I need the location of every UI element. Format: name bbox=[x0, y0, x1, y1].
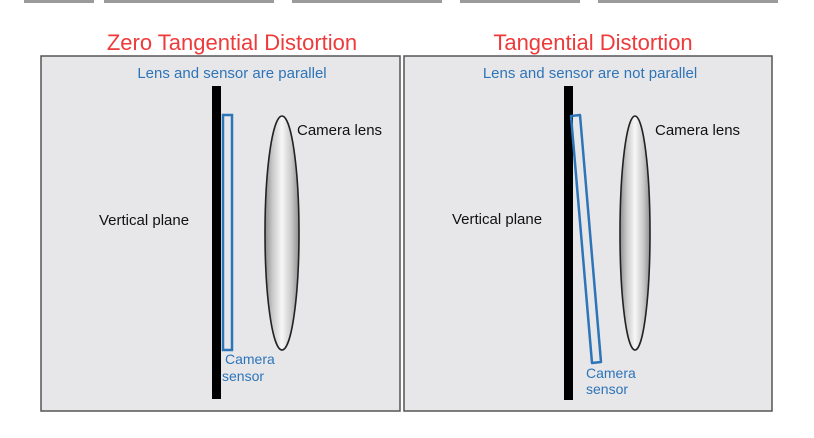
panel-tangential-distortion: Tangential Distortion Lens and sensor ar… bbox=[404, 30, 772, 411]
panel-subtitle: Lens and sensor are not parallel bbox=[483, 65, 697, 82]
camera-lens-label: Camera lens bbox=[297, 122, 382, 139]
camera-lens-shape bbox=[265, 116, 299, 350]
camera-lens-label: Camera lens bbox=[655, 122, 740, 139]
panel-frame bbox=[404, 56, 772, 411]
panel-title: Zero Tangential Distortion bbox=[107, 30, 357, 55]
camera-sensor-label-line2: sensor bbox=[586, 381, 628, 397]
panel-zero-distortion: Zero Tangential Distortion Lens and sens… bbox=[41, 30, 400, 411]
camera-sensor-label-line2: sensor bbox=[222, 368, 264, 384]
vertical-plane-label: Vertical plane bbox=[452, 211, 542, 228]
vertical-plane-label: Vertical plane bbox=[99, 212, 189, 229]
camera-sensor-label-line1: Camera bbox=[586, 365, 636, 381]
vertical-plane bbox=[212, 86, 221, 399]
panel-subtitle: Lens and sensor are parallel bbox=[137, 65, 326, 82]
camera-lens-shape bbox=[620, 116, 650, 350]
camera-sensor-label-line1: Camera bbox=[225, 351, 275, 367]
cropped-text-fragment bbox=[24, 0, 778, 3]
panel-title: Tangential Distortion bbox=[493, 30, 692, 55]
